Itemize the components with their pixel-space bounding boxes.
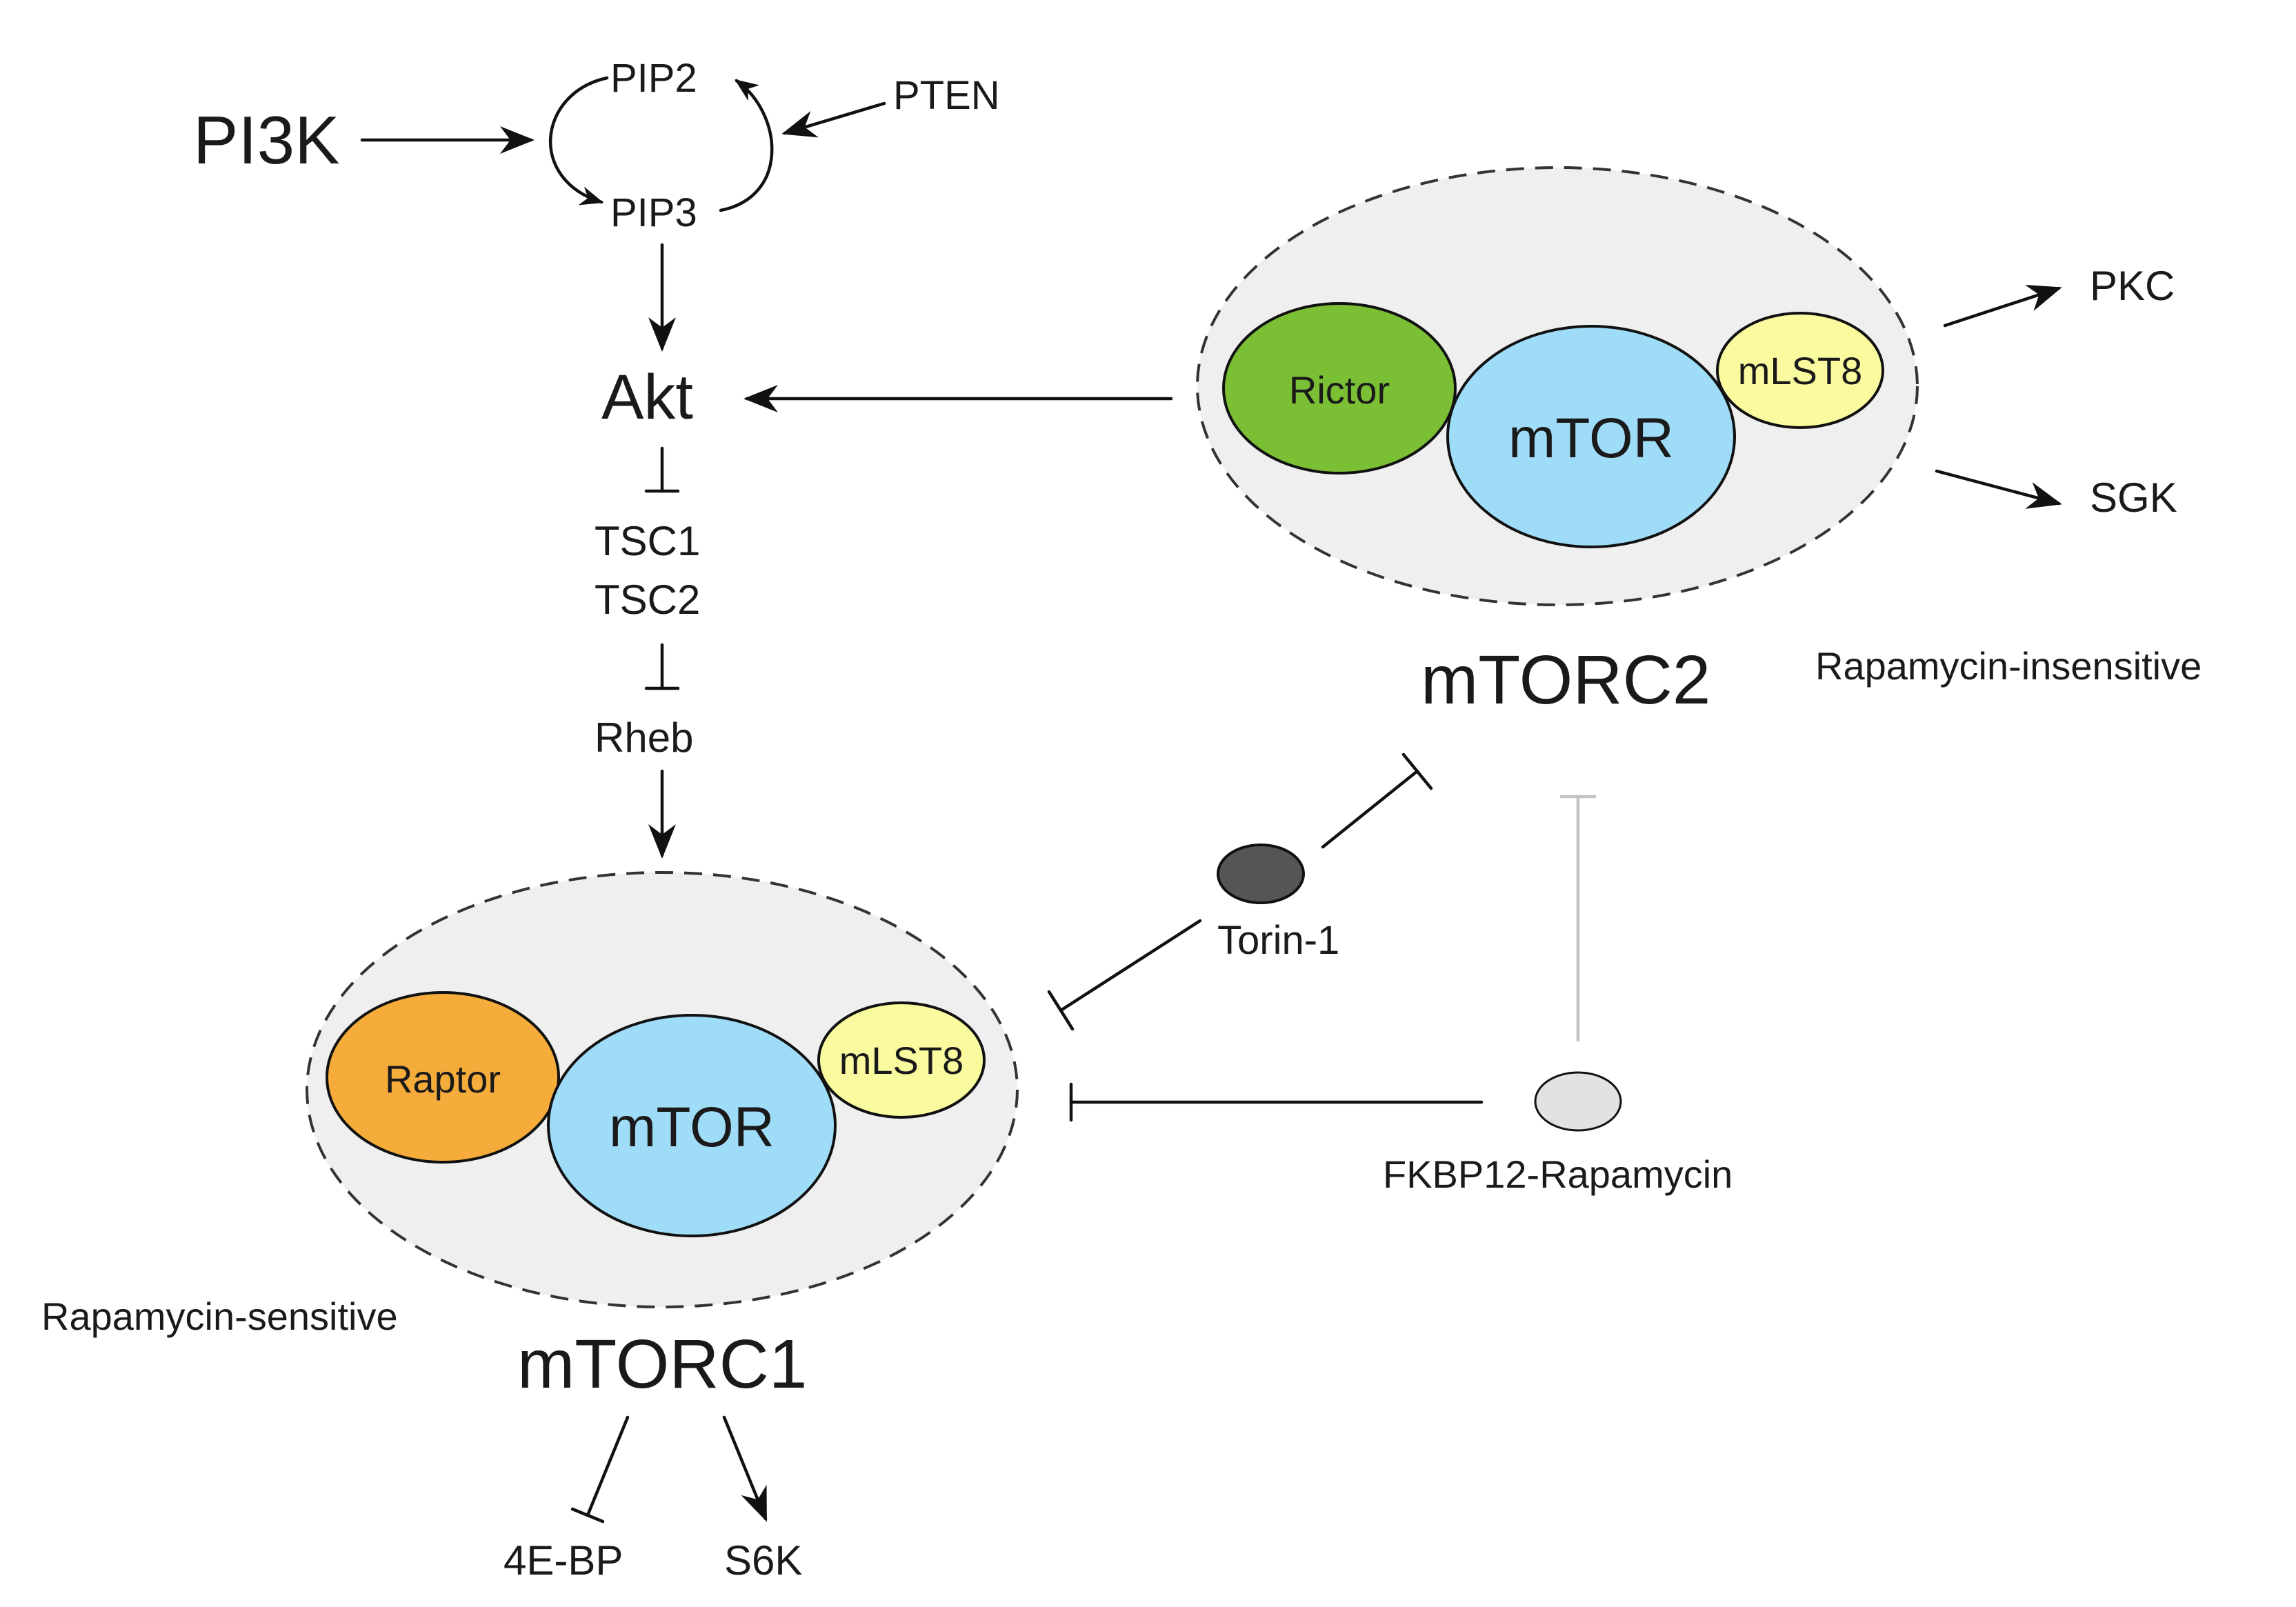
mtorc2-mlst8 (1716, 312, 1884, 429)
sgk-label: SGK (2090, 475, 2177, 521)
mtorc2-rictor-label: Rictor (1289, 368, 1390, 412)
4ebp-label: 4E-BP (503, 1537, 623, 1584)
mtorc2-mlst8-label: mLST8 (1738, 349, 1863, 392)
mtorc2-rictor (1222, 302, 1457, 475)
mtorc1-mlst8-label: mLST8 (839, 1039, 964, 1082)
pi3k-label: PI3K (193, 102, 339, 178)
mtorc2-mtor-label: mTOR (1508, 407, 1674, 470)
tsc-inhibits-rheb-bar (644, 643, 680, 690)
rapamycin-weak-inhibits-mtorc2 (1560, 795, 1596, 1041)
rapamycin-inhibits-mtorc1 (1069, 1082, 1484, 1122)
mtorc2-name: mTORC2 (1421, 641, 1710, 719)
torin-1-molecule (1217, 844, 1305, 904)
torin-1-label: Torin-1 (1217, 918, 1339, 963)
fkbp12-rapamycin-molecule (1534, 1071, 1622, 1132)
akt-label: Akt (601, 362, 693, 432)
mtorc2-rapamycin-note: Rapamycin-insensitive (1815, 644, 2202, 688)
rheb-label: Rheb (595, 715, 693, 761)
pip3-to-pip2-cycle-arrow (719, 79, 774, 212)
mtorc1-rapamycin-note: Rapamycin-sensitive (41, 1295, 398, 1338)
tsc2-label: TSC2 (595, 577, 700, 623)
mtorc1-raptor-label: Raptor (385, 1057, 501, 1101)
pten-label: PTEN (893, 73, 1000, 118)
fkbp12-rapamycin-label: FKBP12-Rapamycin (1383, 1152, 1733, 1196)
tsc1-label: TSC1 (595, 518, 700, 564)
torin-inhibits-mtorc1 (1047, 919, 1202, 1031)
mtorc1-mtor-label: mTOR (609, 1096, 775, 1159)
pip2-label: PIP2 (610, 56, 697, 101)
mtorc2-to-pkc-arrow (1943, 284, 2062, 328)
pip3-label: PIP3 (610, 190, 697, 235)
mtorc2-to-sgk-arrow (1935, 469, 2062, 509)
pten-arrow (781, 101, 886, 138)
akt-inhibits-tsc-bar (644, 446, 680, 493)
pkc-label: PKC (2090, 263, 2175, 309)
mtorc2-mtor (1446, 325, 1736, 548)
mtorc1-raptor (326, 991, 560, 1164)
mtorc1-mtor (547, 1014, 837, 1237)
mtorc1-to-s6k-arrow (722, 1415, 768, 1522)
pip2-to-pip3-cycle-arrow (548, 76, 609, 206)
mtorc1-mlst8 (817, 1001, 986, 1119)
mtorc1-inhibits-4ebp (570, 1415, 630, 1524)
mtorc1-name: mTORC1 (517, 1326, 807, 1403)
s6k-label: S6K (724, 1537, 802, 1584)
torin-inhibits-mtorc2 (1321, 752, 1433, 849)
